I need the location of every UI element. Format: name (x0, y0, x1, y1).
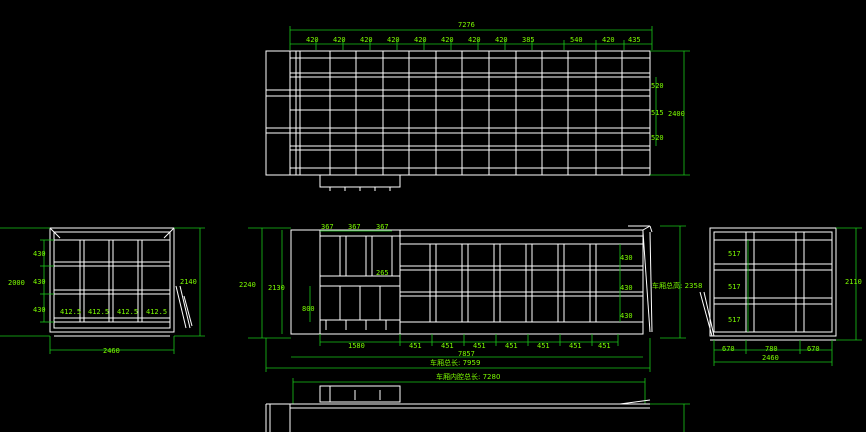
top-right-dim-3: 520 (651, 134, 664, 142)
rear-left-dim-3: 517 (728, 316, 741, 324)
front-height-inner: 2000 (8, 279, 25, 287)
front-width: 2460 (103, 347, 120, 355)
rear-height: 2110 (845, 278, 862, 286)
side-bottom-dim-2: 451 (409, 342, 422, 350)
top-seg-4: 420 (387, 36, 400, 44)
rear-left-dim-2: 517 (728, 283, 741, 291)
rear-bottom-dim-1: 670 (722, 345, 735, 353)
side-total-length: 车厢总长: 7959 (430, 358, 480, 367)
side-right-dim-2: 430 (620, 284, 633, 292)
top-seg-12: 435 (628, 36, 641, 44)
side-dim-2240: 2240 (239, 281, 256, 289)
side-bottom-dim-6: 451 (537, 342, 550, 350)
top-segment-ticks (315, 40, 625, 50)
top-seg-3: 420 (360, 36, 373, 44)
side-view: 367 367 367 2240 2130 265 800 430 430 43… (239, 223, 702, 372)
side-bottom-dim-3: 451 (441, 342, 454, 350)
top-seg-10: 540 (570, 36, 583, 44)
side-bottom-dim-7: 451 (569, 342, 582, 350)
side-right-dim-3: 430 (620, 312, 633, 320)
top-seg-9: 385 (522, 36, 535, 44)
top-seg-2: 420 (333, 36, 346, 44)
top-right-dim-1: 520 (651, 82, 664, 90)
side-top-dim-3: 367 (376, 223, 389, 231)
front-height-outer: 2140 (180, 278, 197, 286)
rear-bottom-dim-3: 670 (807, 345, 820, 353)
front-bay-1: 412.5 (60, 308, 81, 316)
side-height-label: 车厢总高: 2358 (652, 281, 702, 290)
top-view: 7276 420 420 420 420 420 420 420 420 385… (265, 21, 690, 191)
rear-width: 2460 (762, 354, 779, 362)
rear-bottom-dim-2: 780 (765, 345, 778, 353)
side-rear-bays (400, 244, 643, 322)
side-dim-265: 265 (376, 269, 389, 277)
side-dim-2130: 2130 (268, 284, 285, 292)
side-bottom-dim-1: 1580 (348, 342, 365, 350)
side-dim-800: 800 (302, 305, 315, 313)
top-seg-6: 420 (441, 36, 454, 44)
side-bottom-dim-8: 451 (598, 342, 611, 350)
bottom-view: 车厢内腔总长: 7280 (265, 372, 690, 432)
top-seg-7: 420 (468, 36, 481, 44)
top-seg-1: 420 (306, 36, 319, 44)
top-seg-5: 420 (414, 36, 427, 44)
rear-view: 517 517 517 2110 670 780 670 2460 (699, 227, 862, 366)
side-bottom-dim-5: 451 (505, 342, 518, 350)
side-top-dim-2: 367 (348, 223, 361, 231)
side-dim-7857: 7857 (458, 350, 475, 358)
front-left-dim-3: 430 (33, 306, 46, 314)
top-right-dim-2: 515 (651, 109, 664, 117)
bottom-inner-length: 车厢内腔总长: 7280 (436, 372, 500, 381)
rear-left-dim-1: 517 (728, 250, 741, 258)
top-overall-length: 7276 (458, 21, 475, 29)
front-view: 430 430 430 2000 412.5 412.5 412.5 412.5… (0, 227, 205, 355)
top-seg-8: 420 (495, 36, 508, 44)
top-cross-members (329, 51, 623, 175)
front-bay-3: 412.5 (117, 308, 138, 316)
side-top-dim-1: 367 (321, 223, 334, 231)
side-right-dim-1: 430 (620, 254, 633, 262)
top-width: 2400 (668, 110, 685, 118)
front-bay-4: 412.5 (146, 308, 167, 316)
side-bottom-dim-4: 451 (473, 342, 486, 350)
front-left-dim-1: 430 (33, 250, 46, 258)
front-left-dim-2: 430 (33, 278, 46, 286)
front-bay-2: 412.5 (88, 308, 109, 316)
top-seg-11: 420 (602, 36, 615, 44)
